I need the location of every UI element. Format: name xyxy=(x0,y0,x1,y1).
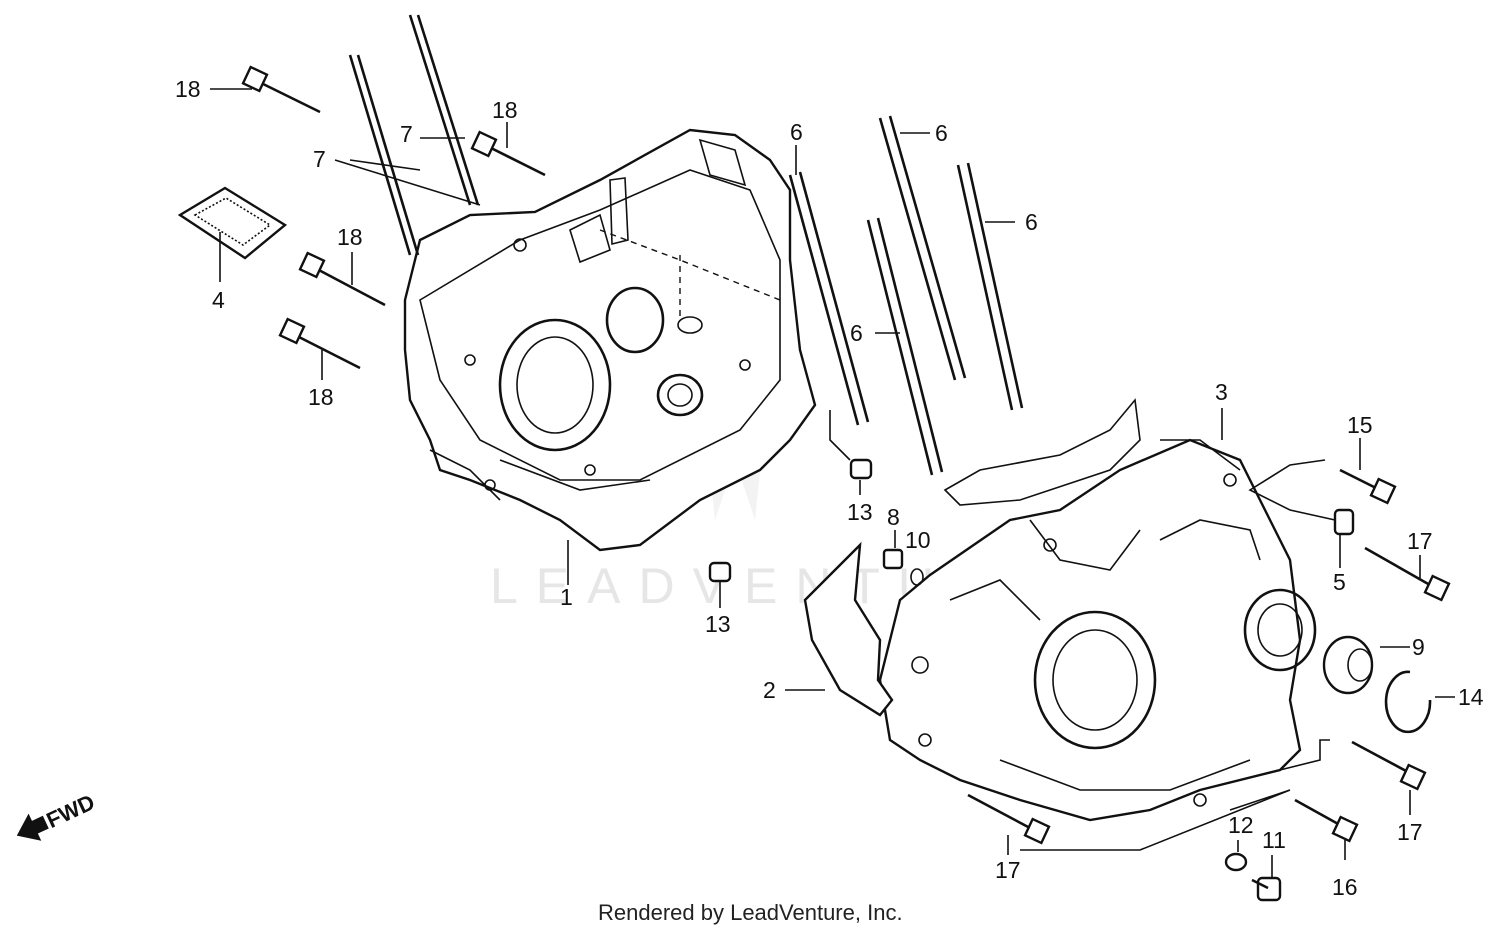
callout-1: 1 xyxy=(560,584,573,610)
callout-7: 7 xyxy=(313,146,326,172)
leader-lines xyxy=(210,88,1455,877)
stud-bolts-7 xyxy=(348,14,480,256)
callout-5: 5 xyxy=(1333,569,1346,595)
callout-18: 18 xyxy=(175,76,201,102)
part-5-guide xyxy=(1333,508,1355,536)
callout-14: 14 xyxy=(1458,684,1484,710)
fwd-label: FWD xyxy=(43,789,99,833)
callout-labels: 18 7 7 18 18 4 18 6 6 6 6 13 13 1 8 10 2… xyxy=(175,76,1484,900)
callout-6: 6 xyxy=(790,119,803,145)
bolt-11 xyxy=(1251,876,1282,902)
forward-arrow-icon xyxy=(16,813,49,841)
callout-15: 15 xyxy=(1347,412,1373,438)
callout-18: 18 xyxy=(337,224,363,250)
bearing-9 xyxy=(1322,635,1374,695)
dowel-pin-lower xyxy=(708,561,732,583)
callout-13: 13 xyxy=(847,499,873,525)
callout-6: 6 xyxy=(935,120,948,146)
oil-strainer xyxy=(177,186,288,260)
callout-6: 6 xyxy=(1025,209,1038,235)
circlip-14 xyxy=(1384,670,1432,734)
gasket-upper xyxy=(943,398,1141,506)
callout-2: 2 xyxy=(763,677,776,703)
callout-17: 17 xyxy=(1397,819,1423,845)
forward-direction-indicator: FWD xyxy=(16,789,99,841)
callout-17: 17 xyxy=(995,857,1021,883)
dowel-pin-upper xyxy=(849,458,873,480)
stud-bolts-6 xyxy=(788,115,1024,476)
bolts-18 xyxy=(241,65,546,370)
crankcase-gasket xyxy=(803,541,894,717)
callout-4: 4 xyxy=(212,287,225,313)
callout-18: 18 xyxy=(308,384,334,410)
right-crankcase xyxy=(878,438,1317,822)
callout-17: 17 xyxy=(1407,528,1433,554)
part-10-oring xyxy=(910,568,924,586)
callout-8: 8 xyxy=(887,504,900,530)
callout-3: 3 xyxy=(1215,379,1228,405)
part-8-nut xyxy=(882,548,904,570)
callout-16: 16 xyxy=(1332,874,1358,900)
callout-11: 11 xyxy=(1262,827,1286,853)
callout-6: 6 xyxy=(850,320,863,346)
callout-9: 9 xyxy=(1412,634,1425,660)
footer-credit: Rendered by LeadVenture, Inc. xyxy=(598,900,903,925)
bolts-15-16-17 xyxy=(967,468,1451,845)
washer-12 xyxy=(1224,852,1248,872)
callout-18: 18 xyxy=(492,97,518,123)
callout-10: 10 xyxy=(905,527,931,553)
callout-12: 12 xyxy=(1228,812,1254,838)
left-crankcase xyxy=(403,128,817,552)
callout-7: 7 xyxy=(400,121,413,147)
callout-13: 13 xyxy=(705,611,731,637)
